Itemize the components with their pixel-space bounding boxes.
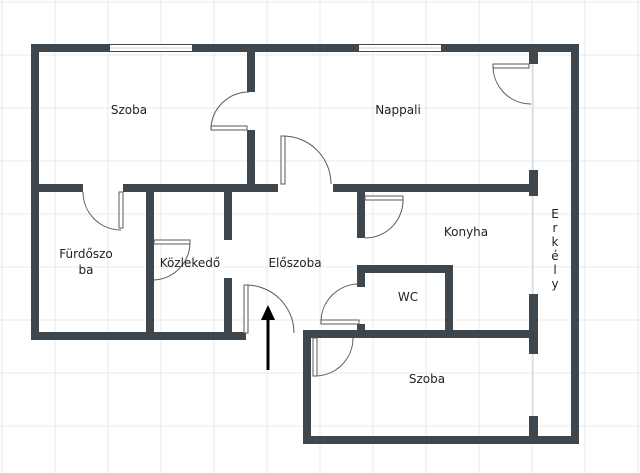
door-entrance-leaf <box>243 284 249 334</box>
door-furdo-leaf <box>118 191 124 229</box>
room-labels: Szoba Nappali Fürdőszo ba Közlekedő Elős… <box>59 103 559 386</box>
door-eloszoba-top-arc <box>282 135 332 185</box>
wall-lower-bottom <box>303 436 579 444</box>
wall-kozlekedo-eloszoba-a <box>224 184 232 240</box>
room-label-kozlekedo: Közlekedő <box>160 256 221 270</box>
door-konyha-leaf <box>364 195 404 201</box>
windows <box>110 45 534 416</box>
wall-balcony-inner-a <box>529 44 538 64</box>
door-wc-arc <box>320 283 360 323</box>
wall-right <box>571 44 579 444</box>
wall-bottom-left <box>31 332 246 340</box>
room-label-furdo-1: Fürdőszo <box>59 247 112 261</box>
door-balcony-arc <box>492 65 532 105</box>
erkely-letter: r <box>553 221 558 235</box>
erkely-letter: E <box>551 207 559 221</box>
wall-kozlekedo-eloszoba-b <box>224 278 232 340</box>
wall-wc-right <box>445 265 453 331</box>
wall-wc-top <box>357 265 453 273</box>
wall-eloszoba-konyha-a <box>357 184 365 238</box>
room-label-furdo-2: ba <box>79 263 94 277</box>
wall-balcony-inner-c <box>529 294 538 354</box>
room-label-szoba-top: Szoba <box>111 103 147 117</box>
walls <box>31 44 579 444</box>
room-label-nappali: Nappali <box>375 103 421 117</box>
wall-eloszoba-konyha-b <box>357 265 365 287</box>
doors <box>82 63 532 377</box>
room-label-wc: WC <box>398 290 418 304</box>
erkely-letter: k <box>552 235 559 249</box>
door-kozlekedo-leaf <box>153 239 191 245</box>
wall-konyha-bottom <box>303 330 529 338</box>
door-entrance-arc <box>245 284 295 334</box>
erkely-letter: é <box>551 249 558 263</box>
room-label-eloszoba: Előszoba <box>268 256 321 270</box>
door-szoba-leaf <box>210 125 248 131</box>
door-balcony-leaf <box>492 63 530 69</box>
wall-balcony-inner-b <box>529 170 538 196</box>
door-szoba-arc <box>210 91 250 129</box>
door-szoba-lower-leaf <box>312 337 318 377</box>
wall-mid-b <box>123 184 278 192</box>
door-wc-leaf <box>320 319 360 325</box>
erkely-letter: l <box>553 263 556 277</box>
entrance-arrow-icon <box>261 305 275 370</box>
erkely-letter: y <box>551 277 558 291</box>
door-furdo-arc <box>82 191 122 231</box>
wall-szoba-nappali-a <box>247 44 255 92</box>
wall-mid-a <box>31 184 83 192</box>
wall-furdo-kozlekedo <box>146 184 154 340</box>
room-label-konyha: Konyha <box>444 225 488 239</box>
wall-top <box>31 44 579 52</box>
door-eloszoba-top-leaf <box>280 135 286 185</box>
wall-szoba-nappali-b <box>247 130 255 192</box>
door-szoba-lower-arc <box>314 337 354 377</box>
wall-wc-left-low <box>357 324 365 334</box>
wall-lower-left <box>303 332 311 444</box>
door-kozlekedo-arc <box>153 241 191 281</box>
room-label-szoba-bottom: Szoba <box>409 372 445 386</box>
wall-mid-c <box>333 184 533 192</box>
door-konyha-arc <box>364 197 404 239</box>
room-label-erkely: E r k é l y <box>551 207 559 291</box>
wall-balcony-inner-d <box>529 416 538 444</box>
